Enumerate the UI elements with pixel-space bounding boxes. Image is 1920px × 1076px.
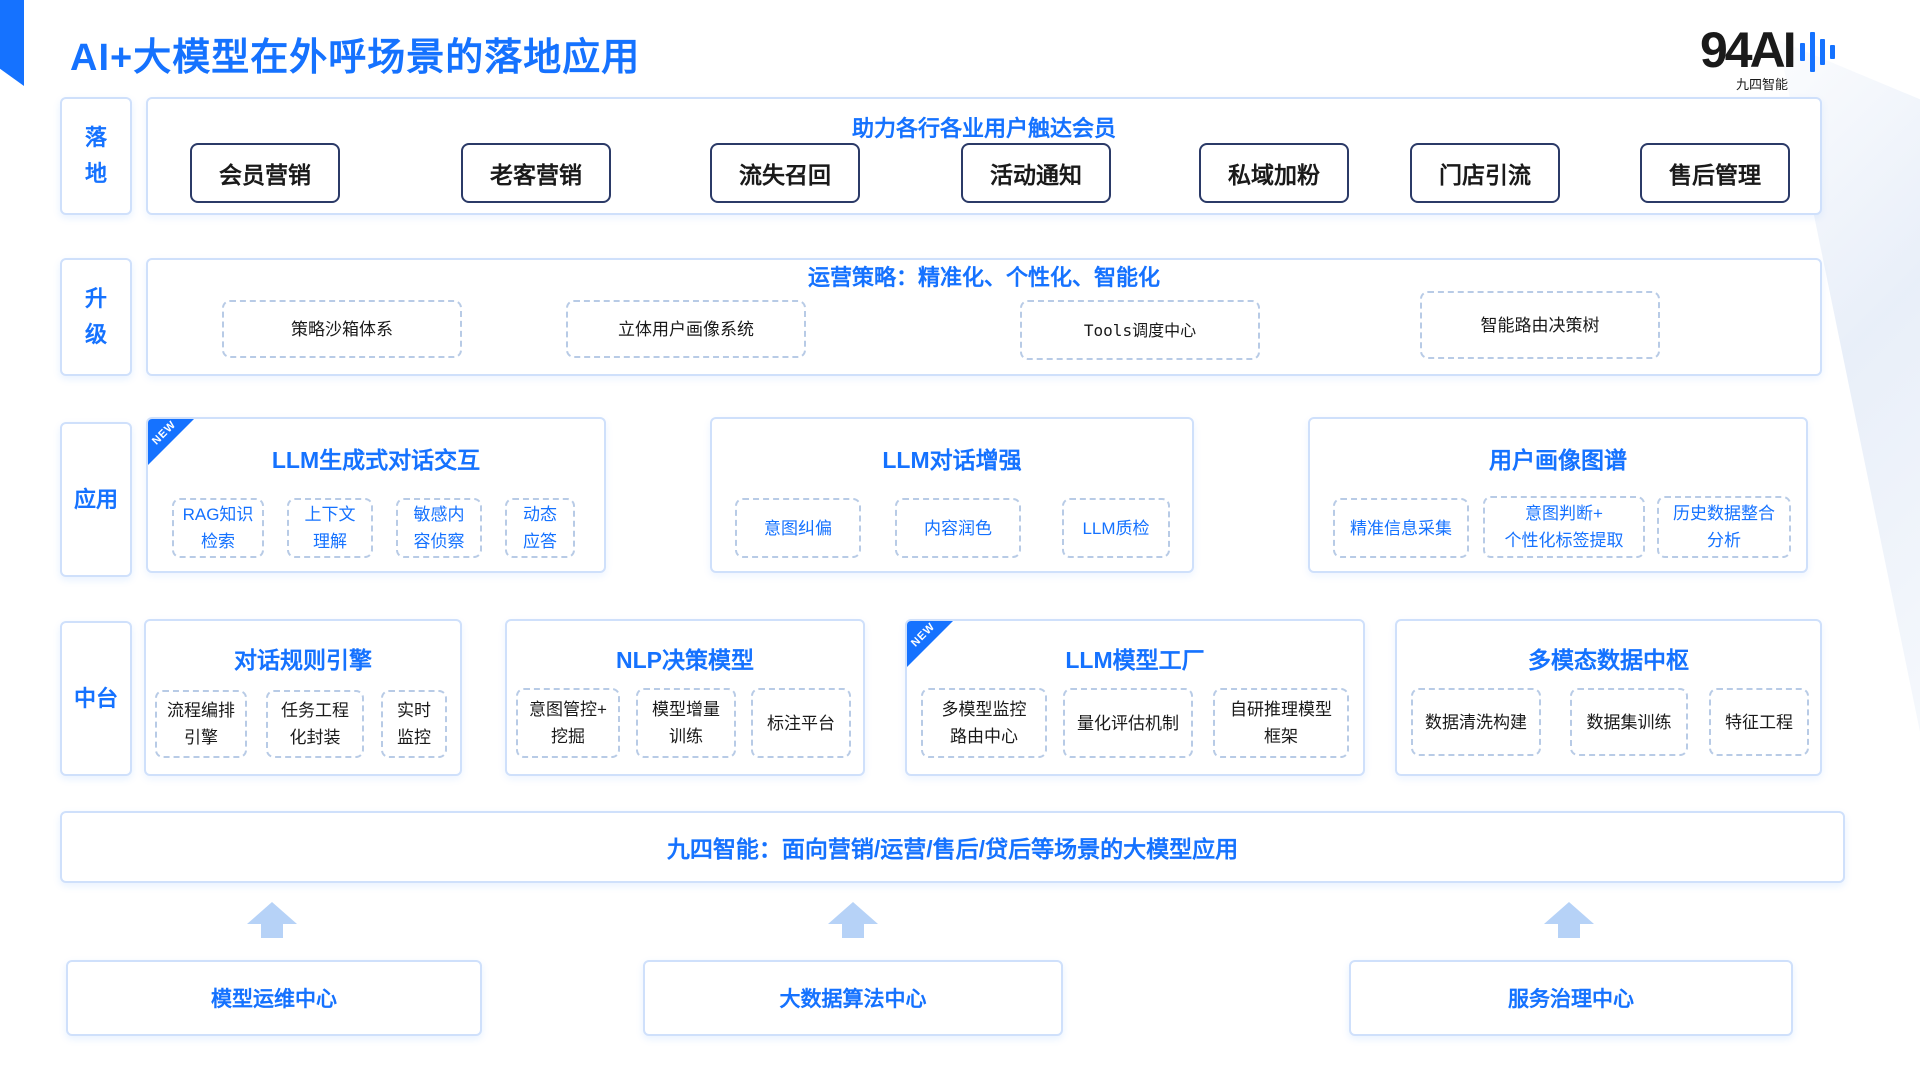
landing-item-after-sales: 售后管理 xyxy=(1640,143,1790,203)
landing-item-store-traffic: 门店引流 xyxy=(1410,143,1560,203)
mid-item-intent-control: 意图管控+ 挖掘 xyxy=(516,688,620,758)
app-panel-title: LLM生成式对话交互 xyxy=(271,447,481,473)
mid-item-data-cleaning: 数据清洗构建 xyxy=(1411,688,1541,756)
app-panel-title: LLM对话增强 xyxy=(882,447,1022,473)
row-label-landing: 落地 xyxy=(60,97,132,215)
landing-item-private-domain: 私域加粉 xyxy=(1199,143,1349,203)
app-panel-title: 用户画像图谱 xyxy=(1489,447,1627,473)
app-item-intent-correction: 意图纠偏 xyxy=(735,498,861,558)
landing-item-returning-customer-marketing: 老客营销 xyxy=(461,143,611,203)
app-item-history-analysis: 历史数据整合 分析 xyxy=(1657,496,1791,558)
mid-item-multi-model-routing: 多模型监控 路由中心 xyxy=(921,688,1047,758)
mid-item-realtime-monitor: 实时 监控 xyxy=(381,690,447,758)
app-item-content-polish: 内容润色 xyxy=(895,498,1021,558)
up-arrow-icon xyxy=(828,902,878,938)
app-item-rag: RAG知识 检索 xyxy=(172,498,264,558)
mid-item-incremental-training: 模型增量 训练 xyxy=(636,688,736,758)
mid-item-task-encapsulation: 任务工程 化封装 xyxy=(266,690,364,758)
row-label-upgrade: 升级 xyxy=(60,258,132,376)
mid-panel-title: LLM模型工厂 xyxy=(1065,647,1205,673)
logo-subtitle: 九四智能 xyxy=(1736,77,1789,92)
corner-accent-tab xyxy=(0,0,24,86)
upgrade-title: 运营策略：精准化、个性化、智能化 xyxy=(807,265,1160,290)
landing-item-event-notice: 活动通知 xyxy=(961,143,1111,203)
row-label-application: 应用 xyxy=(60,422,132,577)
page-title: AI+大模型在外呼场景的落地应用 xyxy=(70,37,641,79)
mid-item-annotation-platform: 标注平台 xyxy=(751,688,851,758)
mid-item-feature-engineering: 特征工程 xyxy=(1709,688,1809,756)
mid-item-quant-eval: 量化评估机制 xyxy=(1063,688,1193,758)
platform-banner: 九四智能：面向营销/运营/售后/贷后等场景的大模型应用 xyxy=(60,811,1845,883)
up-arrow-icon xyxy=(1544,902,1594,938)
mid-item-flow-orchestration: 流程编排 引擎 xyxy=(155,690,247,758)
upgrade-item-tools-scheduler: Tools调度中心 xyxy=(1020,300,1260,360)
upgrade-item-routing-tree: 智能路由决策树 xyxy=(1420,291,1660,359)
app-item-llm-qa: LLM质检 xyxy=(1062,498,1170,558)
upgrade-item-strategy-sandbox: 策略沙箱体系 xyxy=(222,300,462,358)
up-arrow-icon xyxy=(247,902,297,938)
upgrade-item-user-profile-system: 立体用户画像系统 xyxy=(566,300,806,358)
landing-item-membership-marketing: 会员营销 xyxy=(190,143,340,203)
mid-item-inference-framework: 自研推理模型 框架 xyxy=(1213,688,1349,758)
app-item-dynamic: 动态 应答 xyxy=(505,498,575,558)
brand-logo: 94AI 九四智能 xyxy=(1700,22,1850,92)
app-item-info-collection: 精准信息采集 xyxy=(1333,498,1469,558)
mid-panel-title: 多模态数据中枢 xyxy=(1528,647,1689,673)
row-label-middle-platform: 中台 xyxy=(60,621,132,776)
app-item-intent-tagging: 意图判断+ 个性化标签提取 xyxy=(1483,496,1645,558)
landing-title: 助力各行各业用户触达会员 xyxy=(851,116,1116,141)
logo-soundwave-icon xyxy=(1800,30,1835,74)
app-item-sensitive: 敏感内 容侦察 xyxy=(396,498,482,558)
logo-text: 94AI xyxy=(1700,22,1797,78)
app-item-context: 上下文 理解 xyxy=(287,498,373,558)
center-bigdata-algorithm: 大数据算法中心 xyxy=(643,960,1063,1036)
mid-panel-title: NLP决策模型 xyxy=(616,647,754,673)
mid-item-dataset-training: 数据集训练 xyxy=(1570,688,1688,756)
center-model-ops: 模型运维中心 xyxy=(66,960,482,1036)
mid-panel-title: 对话规则引擎 xyxy=(234,647,372,673)
center-service-governance: 服务治理中心 xyxy=(1349,960,1793,1036)
landing-item-churn-recall: 流失召回 xyxy=(710,143,860,203)
